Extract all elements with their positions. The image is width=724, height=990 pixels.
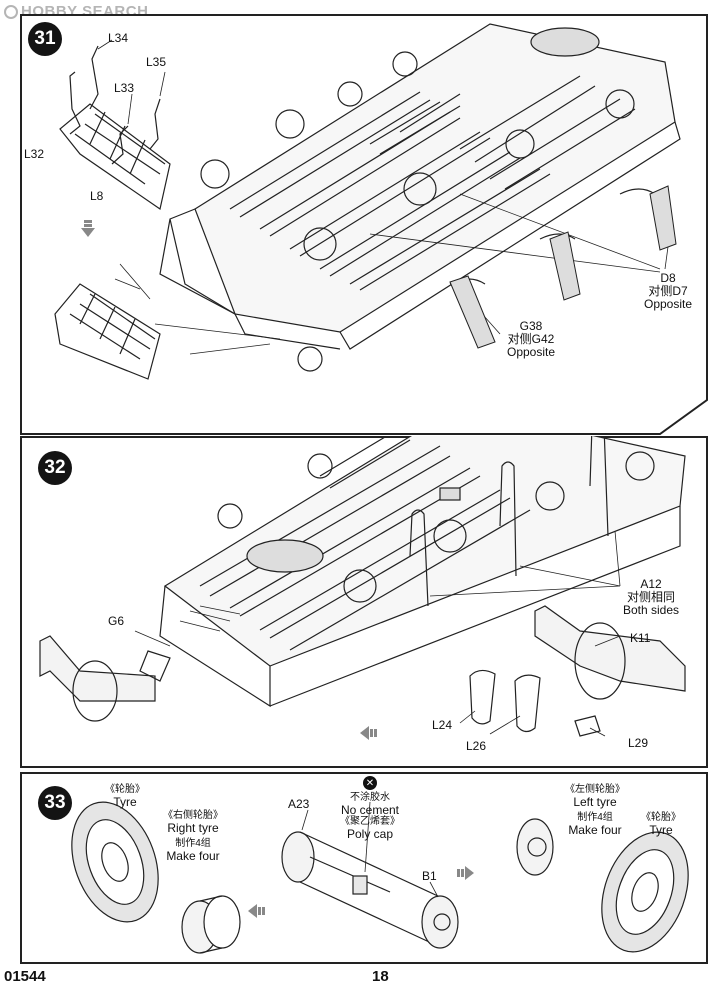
label-l24: L24	[432, 718, 453, 732]
label-no-cement-en: No cement	[340, 803, 400, 817]
label-a23: A23	[288, 797, 310, 811]
label-a12: A12 对侧相同 Both sides	[616, 578, 686, 617]
right-arrow-icon	[457, 866, 474, 880]
label-d8: D8 对侧D7 Opposite	[638, 272, 698, 311]
label-d8-opposite-cn: 对侧D7	[648, 284, 688, 298]
label-g38-opposite-en: Opposite	[506, 345, 556, 359]
label-g6: G6	[108, 614, 125, 628]
left-arrow-icon	[248, 904, 265, 918]
watermark-logo-icon	[4, 5, 18, 19]
label-no-cement-cn: 不涂胶水	[350, 792, 390, 803]
step-32-drawing	[20, 436, 708, 768]
label-poly-cap-en: Poly cap	[346, 827, 394, 841]
label-right-tyre: 《右侧轮胎》 Right tyre 制作4组 Make four	[160, 810, 226, 862]
label-no-cement: 不涂胶水 No cement 《聚乙烯套》 Poly cap	[338, 792, 402, 840]
step-31-panel: 31 L34 L35 L33 L32 L8 D8 对侧D7 Opposite G…	[20, 14, 708, 436]
label-make-four-left-en: Make four	[166, 849, 220, 863]
label-tyre-right: 《轮胎》 Tyre	[636, 812, 686, 836]
label-a12-part: A12	[640, 577, 662, 591]
label-d8-part: D8	[660, 271, 676, 285]
label-l8: L8	[90, 189, 104, 203]
label-l33: L33	[114, 81, 135, 95]
product-code: 01544	[4, 968, 46, 985]
down-arrow-icon	[81, 220, 95, 237]
left-arrow-icon	[360, 726, 377, 740]
label-tyre-left-cn: 《轮胎》	[105, 784, 145, 795]
step-31-badge: 31	[28, 22, 62, 56]
label-left-tyre: 《左侧轮胎》 Left tyre 制作4组 Make four	[560, 784, 630, 836]
label-right-tyre-en: Right tyre	[167, 821, 219, 835]
label-g38-part: G38	[519, 319, 543, 333]
label-a12-both-en: Both sides	[622, 603, 680, 617]
label-right-tyre-cn: 《右侧轮胎》	[163, 810, 223, 821]
label-tyre-left-en: Tyre	[113, 795, 137, 809]
label-left-tyre-en: Left tyre	[573, 795, 617, 809]
step-33-panel: 33 《轮胎》 Tyre 《右侧轮胎》 Right tyre 制作4组 Make…	[20, 772, 708, 964]
label-tyre-right-cn: 《轮胎》	[641, 812, 681, 823]
no-cement-icon: ✕	[363, 776, 377, 790]
label-b1: B1	[422, 869, 437, 883]
step-32-panel: 32 G6 A12 对侧相同 Both sides K11 L24 L26 L2…	[20, 436, 708, 768]
label-d8-opposite-en: Opposite	[643, 297, 693, 311]
step-33-drawing	[20, 772, 708, 964]
label-l32: L32	[24, 147, 45, 161]
label-l34: L34	[108, 31, 129, 45]
label-tyre-right-en: Tyre	[649, 823, 673, 837]
step-32-badge: 32	[38, 451, 72, 485]
label-g38-opposite-cn: 对侧G42	[507, 332, 555, 346]
label-l26: L26	[466, 739, 487, 753]
label-g38: G38 对侧G42 Opposite	[496, 320, 566, 359]
label-l35: L35	[146, 55, 167, 69]
label-poly-cap-cn: 《聚乙烯套》	[340, 816, 400, 827]
label-left-tyre-cn: 《左侧轮胎》	[565, 784, 625, 795]
label-make-four-right-en: Make four	[568, 823, 622, 837]
label-a12-both-cn: 对侧相同	[626, 590, 675, 604]
page-number: 18	[372, 968, 389, 985]
label-l29: L29	[628, 736, 649, 750]
step-33-badge: 33	[38, 786, 72, 820]
label-make-four-left-cn: 制作4组	[175, 838, 211, 849]
label-k11: K11	[630, 631, 651, 645]
label-make-four-right-cn: 制作4组	[577, 812, 613, 823]
label-tyre-left: 《轮胎》 Tyre	[100, 784, 150, 808]
step-31-drawing	[20, 14, 708, 435]
